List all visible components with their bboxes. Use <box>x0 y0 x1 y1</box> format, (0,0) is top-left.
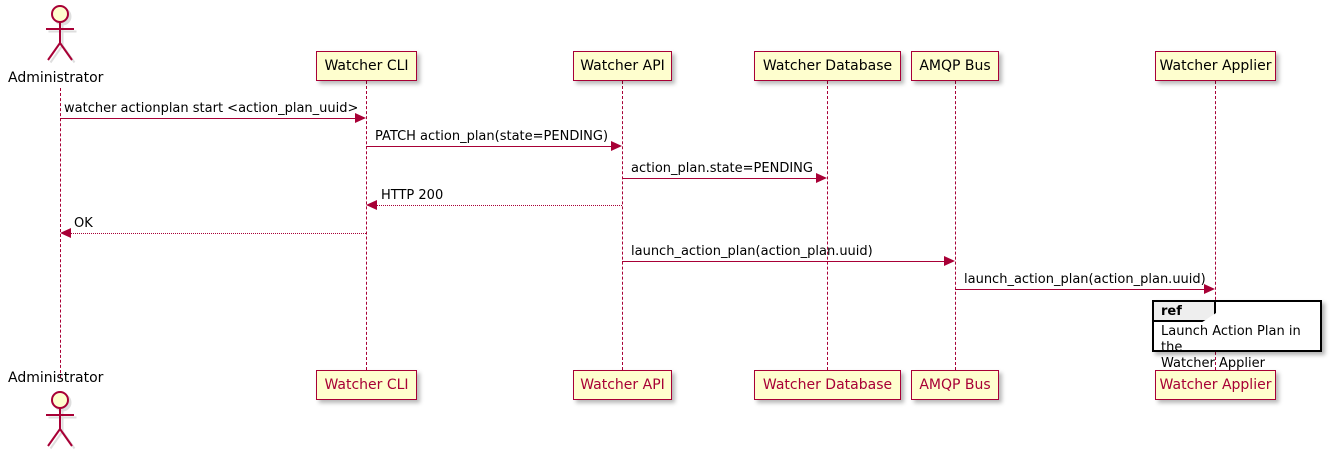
participant-watcher-cli-top[interactable]: Watcher CLI <box>316 51 417 81</box>
participant-watcher-api-top[interactable]: Watcher API <box>573 51 672 81</box>
message-arrowhead-7 <box>1204 284 1215 294</box>
participant-label: Watcher CLI <box>324 58 409 74</box>
ref-fragment-tab-label: ref <box>1161 303 1182 319</box>
message-label-7: launch_action_plan(action_plan.uuid) <box>964 272 1206 287</box>
participant-watcher-applier-bottom[interactable]: Watcher Applier <box>1155 370 1276 400</box>
message-arrowhead-6 <box>944 256 955 266</box>
participant-label: AMQP Bus <box>919 377 991 393</box>
participant-watcher-applier-top[interactable]: Watcher Applier <box>1155 51 1276 81</box>
message-line-1 <box>60 118 356 119</box>
participant-label: Watcher Applier <box>1159 58 1272 74</box>
message-label-3: action_plan.state=PENDING <box>631 161 813 176</box>
participant-amqp-bus-top[interactable]: AMQP Bus <box>911 51 999 81</box>
actor-figure-icon <box>46 391 77 450</box>
participant-watcher-api-bottom[interactable]: Watcher API <box>573 370 672 400</box>
ref-fragment-text-line-1: Launch Action Plan in the <box>1161 324 1301 355</box>
lifeline-watcher-applier <box>1215 81 1216 375</box>
actor-administrator-top <box>36 2 86 68</box>
participant-label: Watcher Database <box>762 377 893 393</box>
participant-watcher-database-top[interactable]: Watcher Database <box>754 51 901 81</box>
message-arrowhead-5 <box>60 228 71 238</box>
participant-label: Watcher Applier <box>1159 377 1272 393</box>
message-line-6 <box>622 261 945 262</box>
message-label-2: PATCH action_plan(state=PENDING) <box>375 129 609 144</box>
message-label-5: OK <box>74 216 93 231</box>
ref-fragment: ref Launch Action Plan in the Watcher Ap… <box>1152 300 1322 371</box>
participant-label: Watcher API <box>580 377 665 393</box>
participant-watcher-database-bottom[interactable]: Watcher Database <box>754 370 901 400</box>
participant-label: AMQP Bus <box>919 58 991 74</box>
ref-fragment-tab: ref <box>1154 302 1216 322</box>
participant-amqp-bus-bottom[interactable]: AMQP Bus <box>911 370 999 400</box>
lifeline-watcher-api <box>622 81 623 375</box>
message-label-6: launch_action_plan(action_plan.uuid) <box>631 244 873 259</box>
message-line-2 <box>366 146 612 147</box>
participant-label: Watcher API <box>580 58 665 74</box>
actor-administrator-bottom <box>36 388 86 456</box>
ref-fragment-text-line-2: Watcher Applier <box>1161 356 1265 371</box>
message-line-5 <box>71 233 366 234</box>
actor-label-administrator-top: Administrator <box>8 70 104 86</box>
ref-fragment-body: Launch Action Plan in the Watcher Applie… <box>1161 324 1316 372</box>
message-label-4: HTTP 200 <box>381 188 444 203</box>
message-arrowhead-3 <box>816 173 827 183</box>
message-line-3 <box>622 178 817 179</box>
participant-watcher-cli-bottom[interactable]: Watcher CLI <box>316 370 417 400</box>
lifeline-amqp-bus <box>955 81 956 375</box>
message-label-1: watcher actionplan start <action_plan_uu… <box>64 101 359 116</box>
message-arrowhead-1 <box>355 113 366 123</box>
message-arrowhead-2 <box>611 141 622 151</box>
message-line-7 <box>955 289 1205 290</box>
actor-figure-icon <box>46 5 77 64</box>
participant-label: Watcher CLI <box>324 377 409 393</box>
lifeline-watcher-cli <box>366 81 367 375</box>
actor-label-administrator-bottom: Administrator <box>8 370 104 386</box>
participant-label: Watcher Database <box>762 58 893 74</box>
message-line-4 <box>377 205 622 206</box>
lifeline-watcher-database <box>827 81 828 375</box>
message-arrowhead-4 <box>366 200 377 210</box>
